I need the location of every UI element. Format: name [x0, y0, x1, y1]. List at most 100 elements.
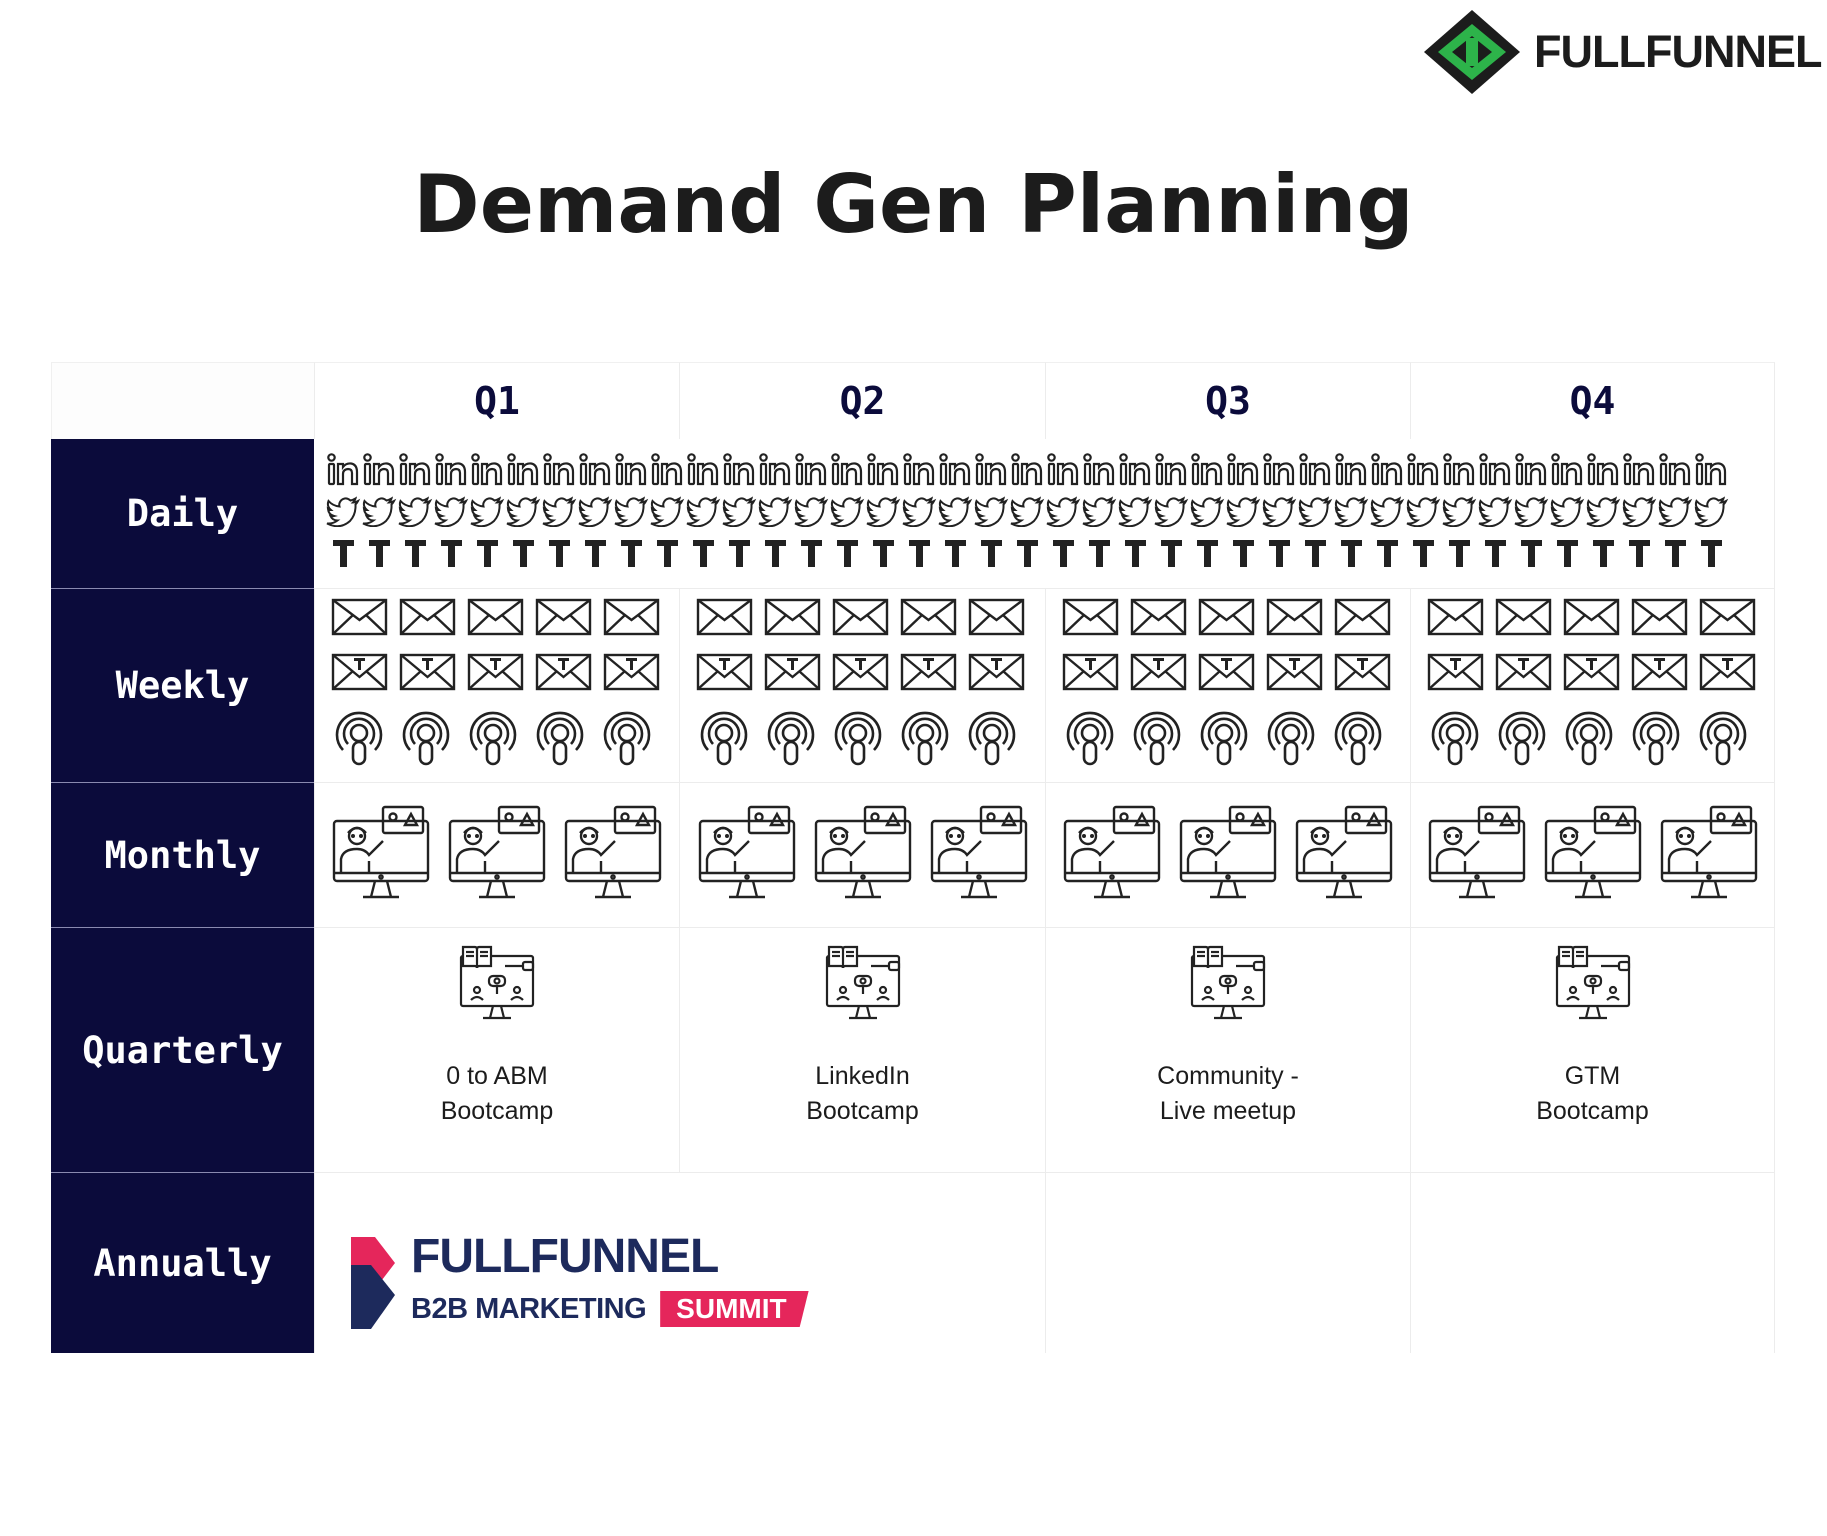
tiktok-icon: [974, 536, 1009, 575]
webinar-icon: [1178, 803, 1278, 908]
podcast-icon: [1494, 708, 1550, 773]
twitter-icon: [614, 495, 649, 532]
linkedin-icon: [1010, 451, 1045, 492]
podcast-icon: [599, 708, 655, 773]
row-label-weekly: Weekly: [51, 589, 314, 783]
fullfunnel-logo-icon: [1424, 10, 1520, 94]
weekly-icon-row: [331, 708, 679, 773]
weekly-cell-q3: [1045, 589, 1410, 783]
linkedin-icon: [722, 451, 757, 492]
email-icon: [1563, 598, 1620, 641]
linkedin-icon: [1550, 451, 1585, 492]
annual-cell-q4: [1410, 1173, 1775, 1353]
twitter-icon: [686, 495, 721, 532]
webinar-icon: [1294, 803, 1394, 908]
podcast-icon: [1628, 708, 1684, 773]
linkedin-icon: [1226, 451, 1261, 492]
linkedin-icon: [1406, 451, 1441, 492]
podcast-icon: [1561, 708, 1617, 773]
tiktok-icon: [1010, 536, 1045, 575]
tiktok-email-icon: [900, 653, 957, 696]
twitter-icon: [362, 495, 397, 532]
twitter-icon: [1622, 495, 1657, 532]
brand-header: FULLFUNNEL: [1422, 8, 1822, 96]
tiktok-icon: [1154, 536, 1189, 575]
linkedin-icon: [614, 451, 649, 492]
linkedin-icon: [1118, 451, 1153, 492]
twitter-icon: [1442, 495, 1477, 532]
email-icon: [764, 598, 821, 641]
tiktok-icon: [326, 536, 361, 575]
podcast-icon: [465, 708, 521, 773]
twitter-icon: [722, 495, 757, 532]
brand-name: FULLFUNNEL: [1534, 26, 1822, 77]
weekly-icon-row: [1427, 653, 1774, 696]
linkedin-icon: [1370, 451, 1405, 492]
tiktok-icon: [902, 536, 937, 575]
twitter-icon: [470, 495, 505, 532]
linkedin-icon: [398, 451, 433, 492]
webinar-icon: [1062, 803, 1162, 908]
linkedin-icon: [938, 451, 973, 492]
tiktok-email-icon: [696, 653, 753, 696]
linkedin-icon: [794, 451, 829, 492]
row-label-monthly: Monthly: [51, 783, 314, 928]
row-label-annually: Annually: [51, 1173, 314, 1353]
twitter-icon: [902, 495, 937, 532]
podcast-icon: [398, 708, 454, 773]
bootcamp-icon: [1553, 944, 1633, 1029]
tiktok-email-icon: [1631, 653, 1688, 696]
quarterly-cell-q1: 0 to ABM Bootcamp: [314, 928, 679, 1173]
twitter-icon: [650, 495, 685, 532]
quarterly-cell-q2: LinkedIn Bootcamp: [679, 928, 1045, 1173]
webinar-icon: [813, 803, 913, 908]
email-icon: [1427, 598, 1484, 641]
twitter-icon: [398, 495, 433, 532]
email-icon: [1266, 598, 1323, 641]
weekly-icon-row: [1062, 653, 1410, 696]
linkedin-icon: [866, 451, 901, 492]
monthly-cell-q1: [314, 783, 679, 928]
twitter-icon: [1082, 495, 1117, 532]
podcast-icon: [1330, 708, 1386, 773]
twitter-icon: [1550, 495, 1585, 532]
tiktok-email-icon: [399, 653, 456, 696]
summit-subtitle: B2B MARKETING: [411, 1292, 647, 1325]
linkedin-icon: [470, 451, 505, 492]
bootcamp-icon: [457, 944, 537, 1029]
tiktok-icon: [1370, 536, 1405, 575]
podcast-icon: [1129, 708, 1185, 773]
tiktok-email-icon: [535, 653, 592, 696]
linkedin-icon: [650, 451, 685, 492]
tiktok-icon: [830, 536, 865, 575]
bootcamp-icon: [1188, 944, 1268, 1029]
email-icon: [1062, 598, 1119, 641]
email-icon: [603, 598, 660, 641]
tiktok-icon: [1586, 536, 1621, 575]
row-label-quarterly: Quarterly: [51, 928, 314, 1173]
twitter-icon: [1406, 495, 1441, 532]
tiktok-icon: [1406, 536, 1441, 575]
monthly-cell-q4: [1410, 783, 1775, 928]
twitter-icon: [1370, 495, 1405, 532]
email-icon: [1334, 598, 1391, 641]
podcast-icon: [1695, 708, 1751, 773]
tiktok-icon: [1262, 536, 1297, 575]
podcast-icon: [1062, 708, 1118, 773]
twitter-icon: [1154, 495, 1189, 532]
webinar-icon: [563, 803, 663, 908]
podcast-icon: [830, 708, 886, 773]
row-label-daily: Daily: [51, 439, 314, 589]
tiktok-icon: [470, 536, 505, 575]
tiktok-email-icon: [1699, 653, 1756, 696]
grid-corner: [51, 362, 314, 439]
twitter-icon: [1658, 495, 1693, 532]
weekly-icon-row: [696, 653, 1045, 696]
podcast-icon: [696, 708, 752, 773]
tiktok-icon: [398, 536, 433, 575]
daily-tiktok-line: [326, 537, 1774, 575]
webinar-icon: [1427, 803, 1527, 908]
tiktok-icon: [758, 536, 793, 575]
daily-strip: [314, 439, 1775, 589]
email-icon: [1495, 598, 1552, 641]
